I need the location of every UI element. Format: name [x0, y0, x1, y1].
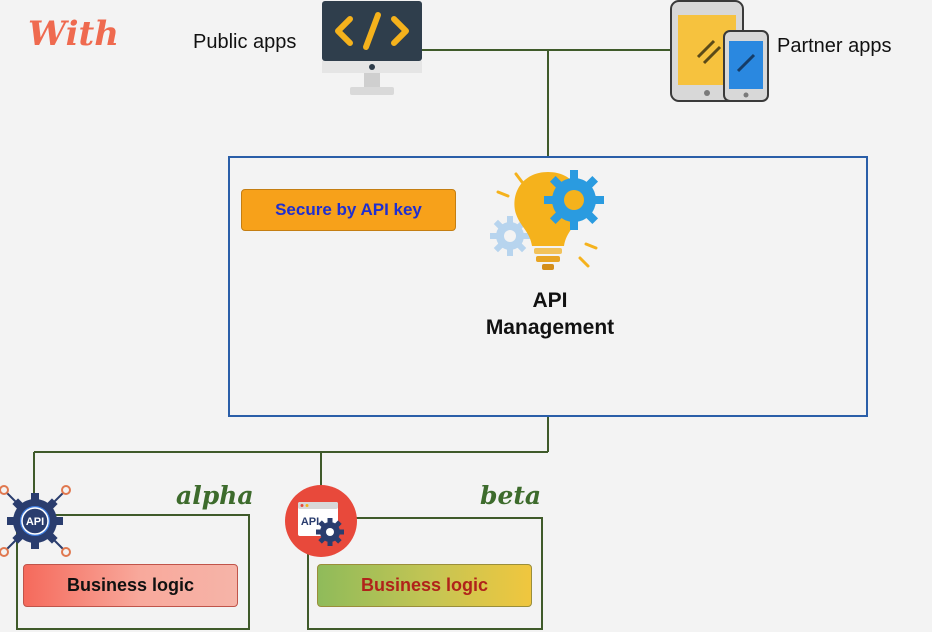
api-management-title-line2: Management: [485, 316, 615, 339]
partner-apps-label: Partner apps: [777, 35, 892, 57]
alpha-service-name: alpha: [176, 481, 254, 510]
api-management-title: API Management: [450, 287, 650, 341]
secure-by-api-key-badge: Secure by API key: [241, 189, 456, 231]
alpha-business-logic: Business logic: [23, 564, 238, 607]
api-gear-network-icon: API: [0, 485, 71, 557]
alpha-icon-text: API: [26, 516, 44, 528]
api-window-gear-icon: API: [285, 485, 357, 557]
api-management-title-line1: API: [532, 289, 568, 312]
lightbulb-gear-icon: [490, 170, 604, 270]
public-apps-label: Public apps: [193, 31, 297, 53]
mobile-devices-icon: [670, 0, 769, 102]
code-monitor-icon: [322, 1, 422, 95]
beta-icon-text: API: [301, 516, 319, 528]
beta-service-name: beta: [480, 481, 542, 510]
with-label: With: [28, 14, 119, 54]
beta-business-logic: Business logic: [317, 564, 532, 607]
